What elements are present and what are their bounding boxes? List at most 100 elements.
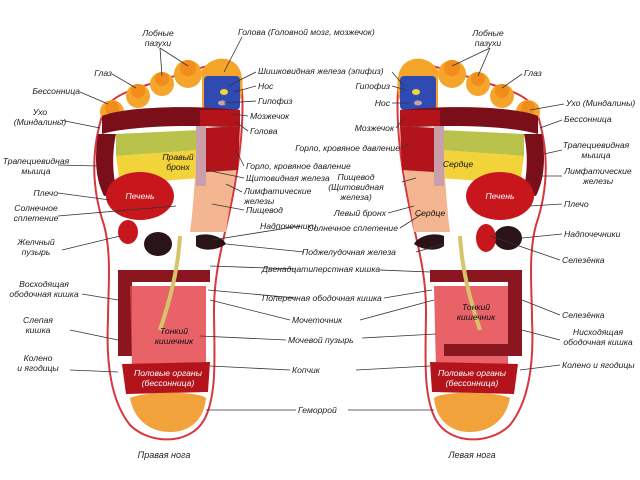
label-esophagus-right: Пищевод (246, 205, 283, 215)
label-shoulder-left: Плечо (33, 188, 58, 198)
label-insomnia-right: Бессонница (564, 114, 612, 124)
label-eye-right: Глаз (524, 68, 542, 78)
caption-right-foot: Правая нога (138, 450, 191, 460)
label-ureter: Мочеточник (292, 315, 343, 325)
inline-genitals-r: Половые органы(бессонница) (134, 368, 203, 388)
label-transverse-colon: Поперечная ободочная кишка (262, 293, 382, 303)
label-pancreas: Поджелудочная железа (302, 247, 396, 257)
throat-l (400, 126, 434, 172)
leader-lines (57, 36, 565, 411)
pituitary-dot-r (220, 89, 228, 95)
label-duodenum: Двенадцатиперстная кишка (261, 264, 380, 274)
label-pituitary-center-left: Гипофиз (258, 96, 293, 106)
small-intestine-r (130, 286, 206, 370)
label-bladder: Мочевой пузырь (288, 335, 354, 345)
label-left-bronchus: Левый бронх (333, 208, 387, 218)
label-insomnia-left: Бессонница (32, 86, 80, 96)
trapezius-l (522, 134, 544, 196)
genitals-r (122, 362, 210, 394)
label-ear-left: Ухо(Миндалины) (14, 107, 67, 127)
toe-1-r-tip (105, 101, 119, 115)
toe-2-l-tip (495, 84, 509, 98)
throat-r (206, 126, 240, 172)
genitals-l (430, 362, 518, 394)
adrenal-r (144, 232, 172, 256)
descending-colon-l (430, 270, 522, 356)
toe-4-r-tip (180, 60, 196, 76)
thyroid-strip-r (196, 126, 206, 186)
spleen-l (476, 224, 496, 252)
nose-dot-l (414, 100, 422, 106)
label-nose-center-right: Нос (375, 98, 391, 108)
thyroid-strip-l (434, 126, 444, 186)
toe-3-l-tip (471, 72, 485, 86)
caption-left-foot: Левая нога (447, 450, 495, 460)
nose-dot-r (218, 100, 226, 106)
label-knee-right: Колено и ягодицы (562, 360, 635, 370)
left-foot (396, 58, 547, 441)
label-head: Голова (Головной мозг, мозжечок) (238, 27, 375, 37)
toe-4-l-tip (444, 60, 460, 76)
inline-heart-2: Сердце (415, 208, 445, 218)
label-pineal: Шишковидная железа (эпифиз) (258, 66, 384, 76)
label-cerebellum-center-right: Мозжечок (355, 123, 395, 133)
label-ear-right: Ухо (Миндалины) (565, 98, 635, 108)
inline-genitals-l: Половые органы(бессонница) (438, 368, 507, 388)
ureter-l (458, 235, 482, 331)
inline-liver-r: Печень (126, 191, 155, 201)
label-adrenal-center: Надпочечники (260, 221, 317, 231)
label-solar-plexus-center: Солнечное сплетение (307, 223, 398, 233)
ureter-r (158, 235, 182, 331)
label-eye-left: Глаз (94, 68, 112, 78)
trapezius-r (96, 134, 118, 196)
label-cerebellum-center-left: Мозжечок (250, 111, 290, 121)
label-shoulder-right: Плечо (564, 199, 589, 209)
label-coccyx: Копчик (292, 365, 321, 375)
label-throat-pressure-right: Горло, кровяное давление (246, 161, 351, 171)
adrenal-l (494, 226, 522, 250)
label-spleen-right-bottom: Селезёнка (562, 310, 605, 320)
label-throat-pressure-left: Горло, кровяное давление (295, 143, 400, 153)
label-hemorrhoids: Геморрой (298, 405, 337, 415)
label-spleen-right-top: Селезёнка (562, 255, 605, 265)
label-nose-center-left: Нос (258, 81, 274, 91)
lung-band-r (116, 130, 200, 156)
label-pituitary-center-right: Гипофиз (355, 81, 390, 91)
cerebellum-r (200, 110, 240, 126)
toe-1-l-tip (521, 101, 535, 115)
liver-l (466, 172, 534, 220)
inline-liver-l: Печень (486, 191, 515, 201)
label-head-center: Голова (250, 126, 278, 136)
ascending-colon-r (118, 270, 210, 356)
heel-l (434, 392, 510, 432)
label-adrenal-right: Надпочечники (564, 229, 621, 239)
heel-r (130, 392, 206, 432)
labels-center: Голова (Головной мозг, мозжечок) Шишкови… (238, 27, 400, 415)
cerebellum-l (400, 110, 440, 126)
label-thyroid-right: Щитовидная железа (246, 173, 330, 183)
lung-band-l (440, 130, 524, 156)
pituitary-dot-l (412, 89, 420, 95)
right-foot (93, 58, 244, 441)
gallbladder-r (118, 220, 138, 244)
